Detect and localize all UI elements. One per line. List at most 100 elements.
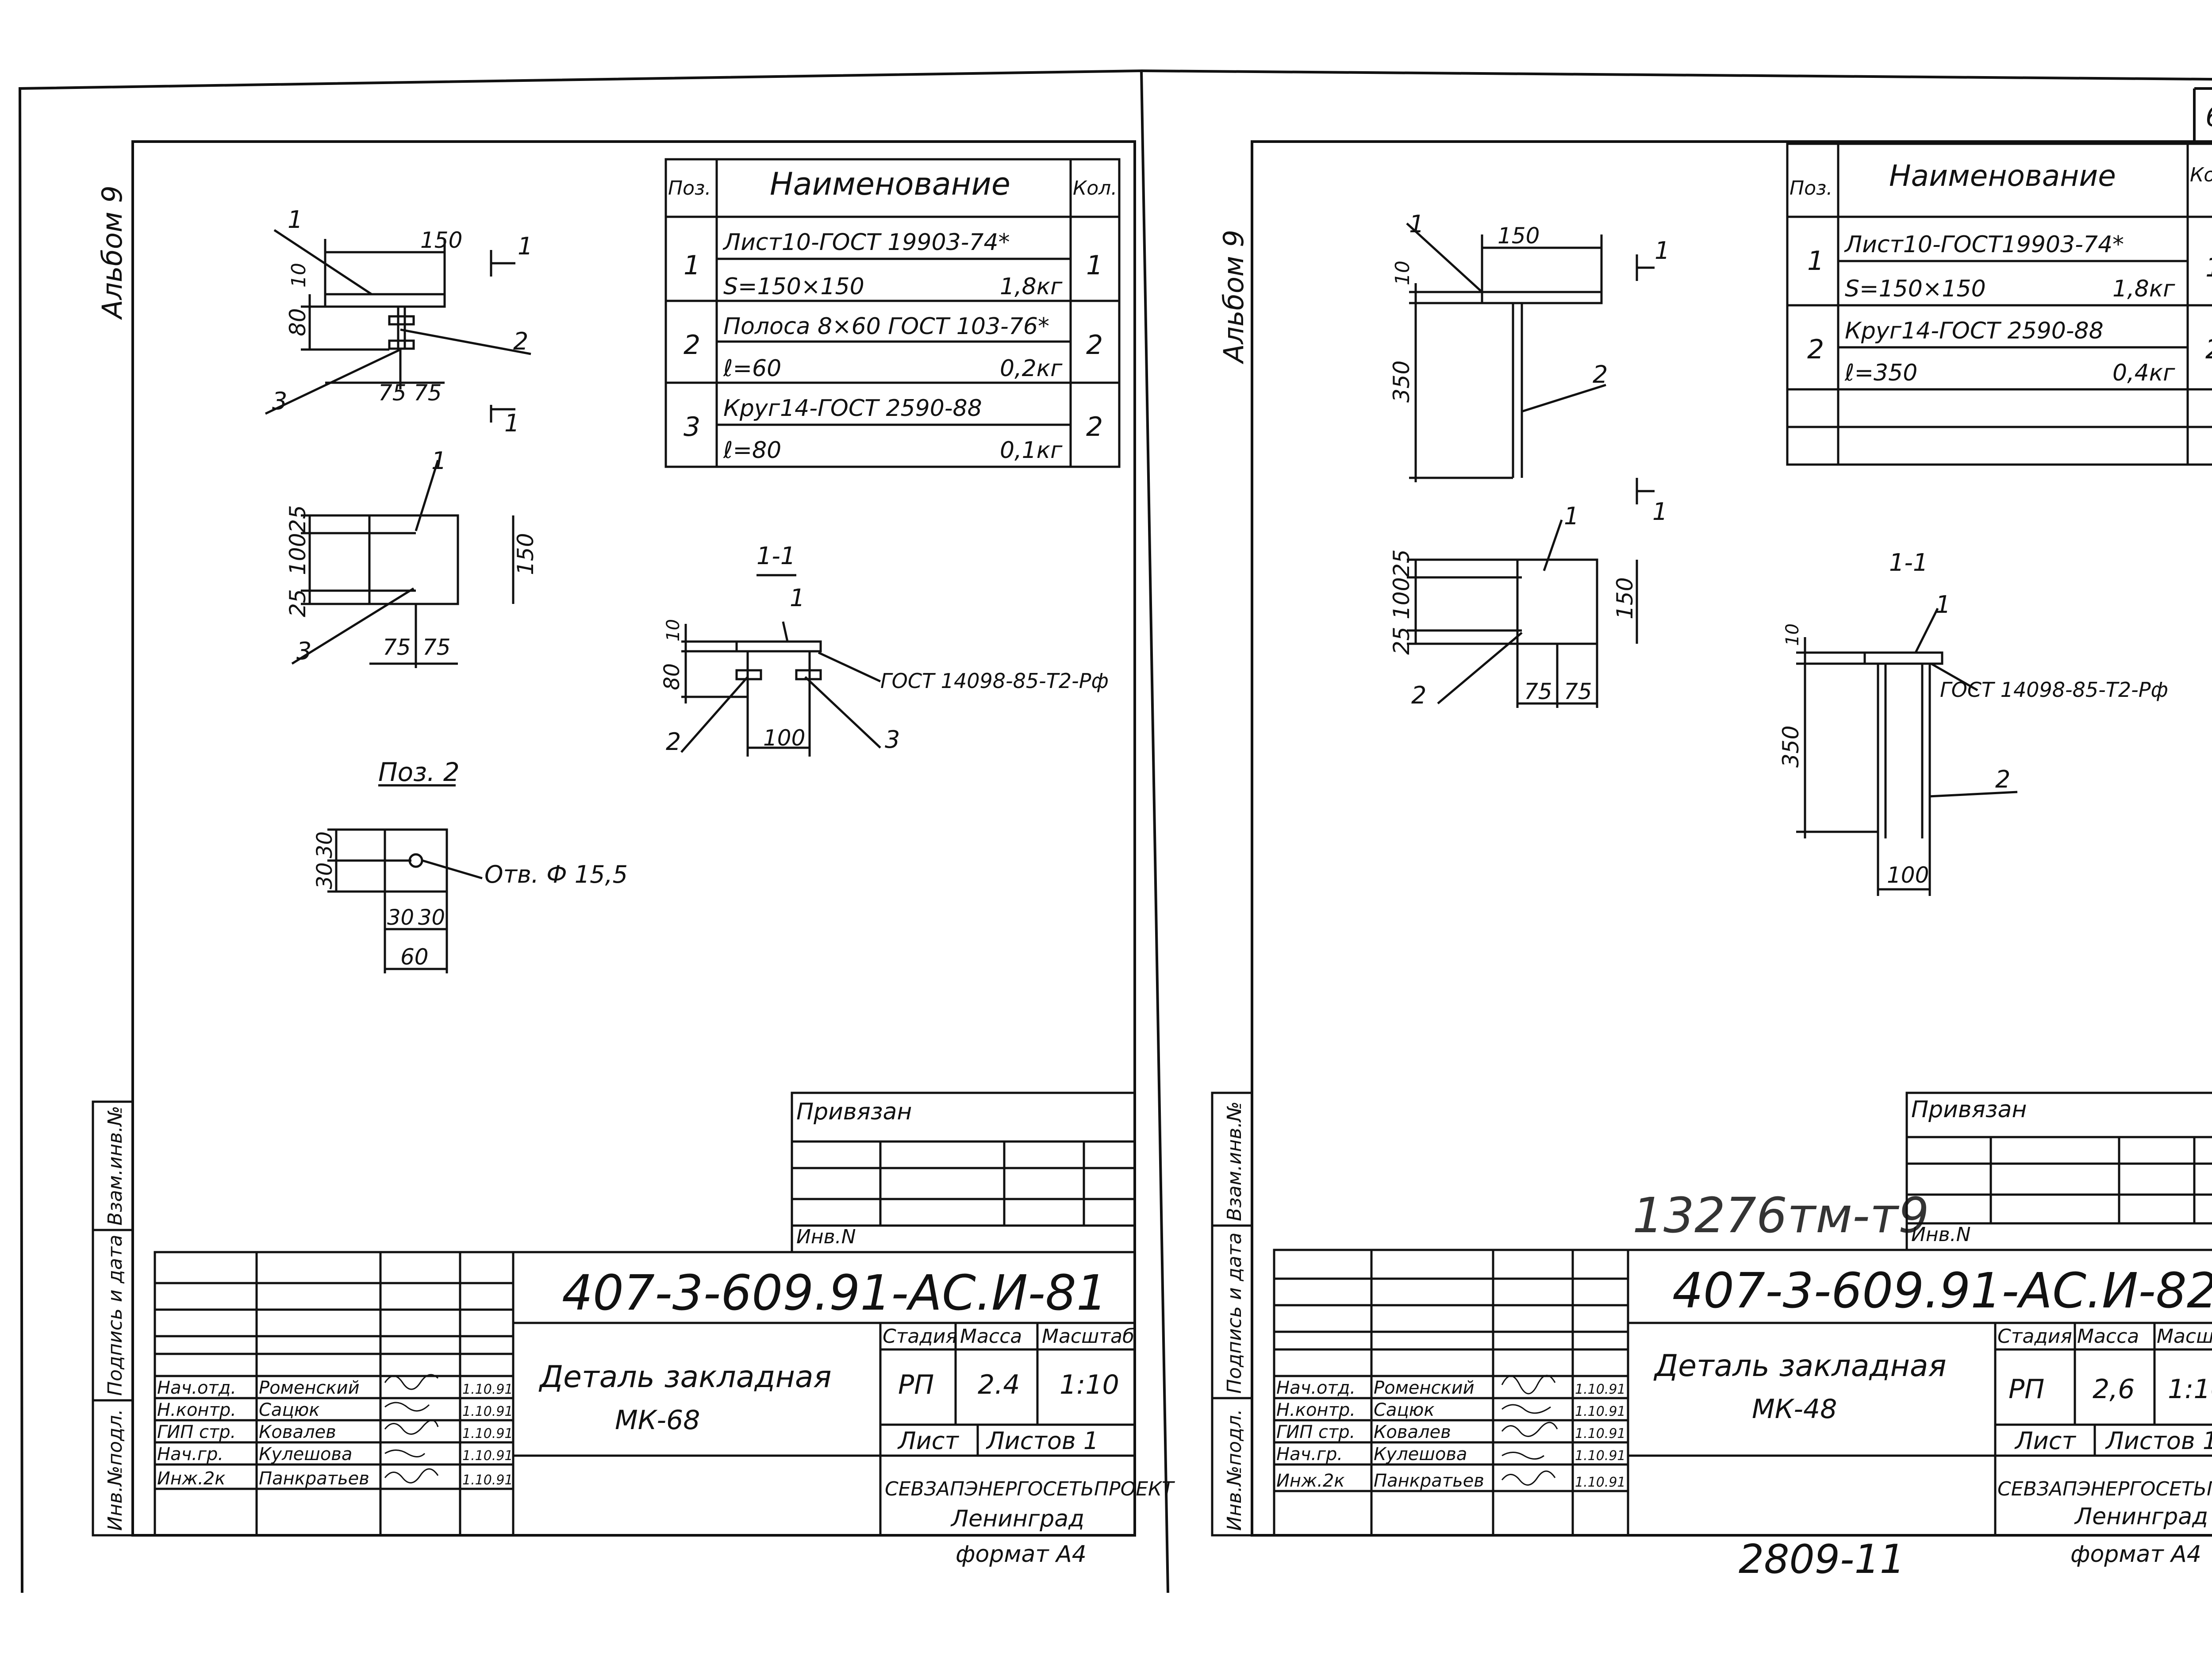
tb-left-p5-name: Панкратьев (259, 1468, 369, 1489)
tb-left-org: СЕВЗАПЭНЕРГОСЕТЬПРОЕКТ (885, 1478, 1175, 1500)
mk48-plan-dim-25a: 25 (1389, 549, 1414, 577)
tb-right-city: Ленинград (2074, 1503, 2208, 1530)
spec-left-r3-pos: 3 (684, 411, 700, 442)
mk68-section (680, 574, 881, 757)
mk68-section-mark-top: 1 (518, 232, 533, 260)
mk68-sec-dim-100: 100 (763, 725, 805, 751)
mk48-section-title: 1-1 (1889, 549, 1928, 577)
mk68-plan-dim-25a: 25 (285, 505, 311, 533)
tb-right-p5-role: Инж.2к (1276, 1471, 1344, 1491)
tb-left-sheets-label: Листов 1 (986, 1427, 1098, 1455)
mk48-callout-1: 1 (1409, 210, 1424, 238)
tb-right-p3-role: ГИП стр. (1276, 1422, 1355, 1442)
tb-right-p4-role: Нач.гр. (1276, 1444, 1343, 1464)
spec-left-r1-name2: S=150×150 (723, 273, 864, 300)
spec-left-r2-name2: ℓ=60 (723, 355, 781, 382)
mk68-dim-80: 80 (285, 308, 311, 336)
tb-right-privyazan: Привязан (1911, 1096, 2027, 1123)
mk68-dim-10: 10 (288, 263, 310, 288)
tb-left-p1-date: 1.10.91 (462, 1382, 513, 1397)
mk68-plan-dim-75a: 75 (383, 634, 411, 660)
mk48-dim-10: 10 (1391, 261, 1414, 285)
tb-left-people: Нач.отд. Роменский 1.10.91 Н.контр. Сацю… (157, 1378, 513, 1489)
spec-left-r1-pos: 1 (684, 250, 700, 281)
tb-right-stage-label: Стадия (1997, 1325, 2072, 1348)
bottom-code: 2809-11 (1739, 1536, 1905, 1583)
side-stamp-left (92, 1100, 134, 1537)
side-inv-orig-right: Инв.№подл. (1223, 1409, 1246, 1531)
spec-right-h-name: Наименование (1889, 159, 2116, 193)
tb-right-people: Нач.отд. Роменский 1.10.91 Н.контр. Сацю… (1276, 1378, 1626, 1491)
spec-left-h-pos: Поз. (668, 177, 711, 200)
tb-right-p2-role: Н.контр. (1276, 1400, 1356, 1420)
spec-right-r2-qty: 2 (2205, 334, 2212, 365)
tb-left-p4-date: 1.10.91 (462, 1448, 513, 1464)
tb-right-p2-date: 1.10.91 (1575, 1404, 1626, 1419)
tb-right-p1-role: Нач.отд. (1276, 1378, 1356, 1398)
tb-right-name2: МК-48 (1752, 1394, 1837, 1425)
tb-left-p1-role: Нач.отд. (157, 1378, 236, 1398)
tb-left-stage-label: Стадия (883, 1325, 957, 1348)
tb-left-stage: РП (898, 1369, 934, 1400)
tb-right-org: СЕВЗАПЭНЕРГОСЕТЬПРОЕКТ (1997, 1478, 2212, 1500)
tb-left-p2-role: Н.контр. (157, 1400, 236, 1420)
side-inv-orig-left: Инв.№подл. (104, 1409, 127, 1531)
mk48-plan-dim-25b: 25 (1389, 627, 1414, 655)
tb-left-sheet-label: Лист (897, 1427, 959, 1455)
mk48-sec-callout-1: 1 (1936, 591, 1951, 619)
spec-right-r1-pos: 1 (1807, 246, 1824, 277)
spec-left-r3-qty: 2 (1086, 411, 1103, 442)
mk48-section (1796, 607, 2018, 896)
spec-left-r1-qty: 1 (1086, 250, 1103, 281)
mk68-pos2-dim-30a: 30 (312, 831, 337, 858)
title-block-right (1273, 1092, 2212, 1537)
spec-left-r2-qty: 2 (1086, 330, 1103, 361)
tb-right-inv-n: Инв.N (1911, 1223, 1971, 1246)
mk68-plan-callout-3: 3 (296, 637, 311, 665)
tb-right-mass: 2,6 (2093, 1374, 2135, 1405)
tb-left-p3-name: Ковалев (259, 1422, 336, 1442)
mk68-pos2-detail (327, 784, 483, 973)
title-block-left (154, 1092, 1136, 1537)
tb-left-p2-name: Сацюк (259, 1400, 320, 1420)
tb-left-p5-date: 1.10.91 (462, 1472, 513, 1488)
tb-left-code: 407-3-609.91-АС.И-81 (562, 1265, 1107, 1321)
tb-left-scale-label: Масштаб (1042, 1325, 1134, 1348)
tb-left-p3-role: ГИП стр. (157, 1422, 236, 1442)
mk48-dim-350: 350 (1389, 361, 1414, 403)
tb-right-format: формат А4 (2070, 1541, 2201, 1568)
mk48-plan-dim-75b: 75 (1564, 679, 1592, 704)
mk68-elevation (265, 229, 531, 423)
album-label-left: Альбом 9 (96, 185, 128, 320)
spec-left-r2-mass: 0,2кг (1000, 355, 1063, 382)
side-sign-date-right: Подпись и дата (1223, 1233, 1246, 1394)
tb-left-p2-date: 1.10.91 (462, 1404, 513, 1419)
tb-right-signatures (1501, 1375, 1558, 1486)
tb-left-mass-label: Масса (960, 1325, 1022, 1348)
mk68-dim-75a: 75 (378, 380, 407, 406)
page-number: 67 (2205, 100, 2212, 133)
spec-right-h-pos: Поз. (1790, 177, 1832, 200)
mk68-callout-2: 2 (513, 327, 528, 355)
mk68-plan-dim-100: 100 (285, 533, 311, 575)
tb-left-scale: 1:10 (1060, 1369, 1119, 1400)
mk68-plan-dim-25b: 25 (285, 589, 311, 617)
tb-left-name2: МК-68 (615, 1405, 700, 1436)
mk48-plan (1407, 519, 1638, 708)
spec-right-r1-qty: 1 (2205, 252, 2212, 283)
side-inv-repl-right: Взам.инв.№ (1223, 1101, 1246, 1221)
tb-left-p4-name: Кулешова (259, 1444, 352, 1464)
side-sign-date-left: Подпись и дата (104, 1235, 127, 1396)
tb-right-p4-date: 1.10.91 (1575, 1448, 1626, 1464)
tb-right-stamp-number: 13276тм-т9 (1632, 1187, 1929, 1244)
spec-left-r3-mass: 0,1кг (1000, 437, 1063, 464)
mk48-plan-dim-100: 100 (1389, 577, 1414, 619)
mk68-pos2-hole: Отв. Ф 15,5 (484, 861, 628, 888)
mk48-section-mark-top: 1 (1655, 237, 1670, 265)
mk48-plan-dim-150: 150 (1612, 577, 1638, 619)
album-label-right: Альбом 9 (1217, 230, 1250, 365)
spec-left-r2-pos: 2 (684, 330, 700, 361)
mk68-weld-note: ГОСТ 14098-85-Т2-Рф (880, 669, 1109, 693)
mk48-elevation (1406, 223, 1655, 504)
